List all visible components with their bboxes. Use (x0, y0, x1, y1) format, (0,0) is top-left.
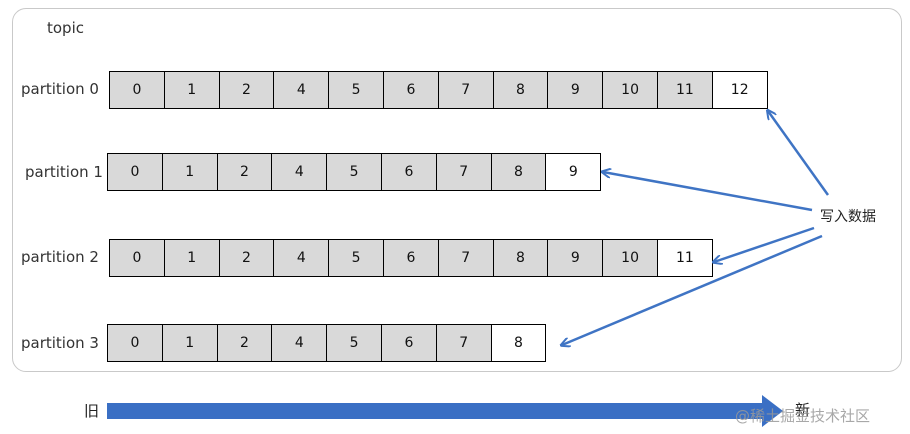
offset-cell-p2-7: 8 (492, 239, 549, 277)
offset-cell-p1-8: 9 (545, 153, 602, 191)
offset-cell-p2-10: 11 (657, 239, 713, 277)
offset-cell-p3-3: 4 (271, 324, 328, 362)
offset-cell-p1-5: 6 (381, 153, 437, 191)
offset-cell-p3-0: 0 (107, 324, 163, 362)
timeline-arrow (107, 395, 783, 427)
partition-label-3: partition 3 (21, 334, 99, 352)
offset-cell-p1-6: 7 (435, 153, 492, 191)
offset-cell-p3-7: 8 (490, 324, 547, 362)
partition-label-1: partition 1 (25, 163, 103, 181)
offset-cell-p0-9: 10 (602, 71, 658, 109)
offset-cell-p3-1: 1 (161, 324, 218, 362)
offset-cell-p0-8: 9 (547, 71, 604, 109)
timeline-new-label: 新 (795, 401, 811, 419)
offset-cell-p2-5: 6 (383, 239, 439, 277)
offset-cell-p1-1: 1 (161, 153, 218, 191)
offset-cell-p0-1: 1 (163, 71, 220, 109)
offset-cell-p0-6: 7 (437, 71, 494, 109)
offset-cell-p0-7: 8 (492, 71, 549, 109)
timeline-old-label: 旧 (84, 402, 100, 420)
offset-cell-p2-4: 5 (328, 239, 384, 277)
offset-cell-p2-3: 4 (273, 239, 330, 277)
partition-label-0: partition 0 (21, 80, 99, 98)
watermark: @稀土掘金技术社区 (735, 407, 871, 425)
offset-cell-p1-0: 0 (107, 153, 163, 191)
offset-cell-p0-0: 0 (109, 71, 165, 109)
offset-cell-p0-11: 12 (711, 71, 768, 109)
write-arrow-partition-3 (562, 234, 823, 345)
write-arrow-partition-0 (768, 111, 830, 196)
topic-label: topic (47, 19, 84, 37)
offset-cell-p1-3: 4 (271, 153, 328, 191)
partition-label-2: partition 2 (21, 248, 99, 266)
write-arrow-partition-1 (603, 172, 813, 212)
offset-cell-p1-2: 2 (216, 153, 273, 191)
write-data-label: 写入数据 (820, 209, 876, 225)
offset-cell-p2-6: 7 (437, 239, 494, 277)
offset-cell-p3-6: 7 (435, 324, 492, 362)
offset-cell-p2-9: 10 (602, 239, 658, 277)
offset-cell-p1-7: 8 (490, 153, 547, 191)
offset-cell-p2-8: 9 (547, 239, 604, 277)
offset-cell-p2-1: 1 (163, 239, 220, 277)
write-arrow-partition-2 (714, 226, 815, 262)
offset-cell-p2-2: 2 (218, 239, 275, 277)
offset-cell-p0-5: 6 (383, 71, 439, 109)
offset-cell-p2-0: 0 (109, 239, 165, 277)
offset-cell-p3-2: 2 (216, 324, 273, 362)
offset-cell-p0-2: 2 (218, 71, 275, 109)
